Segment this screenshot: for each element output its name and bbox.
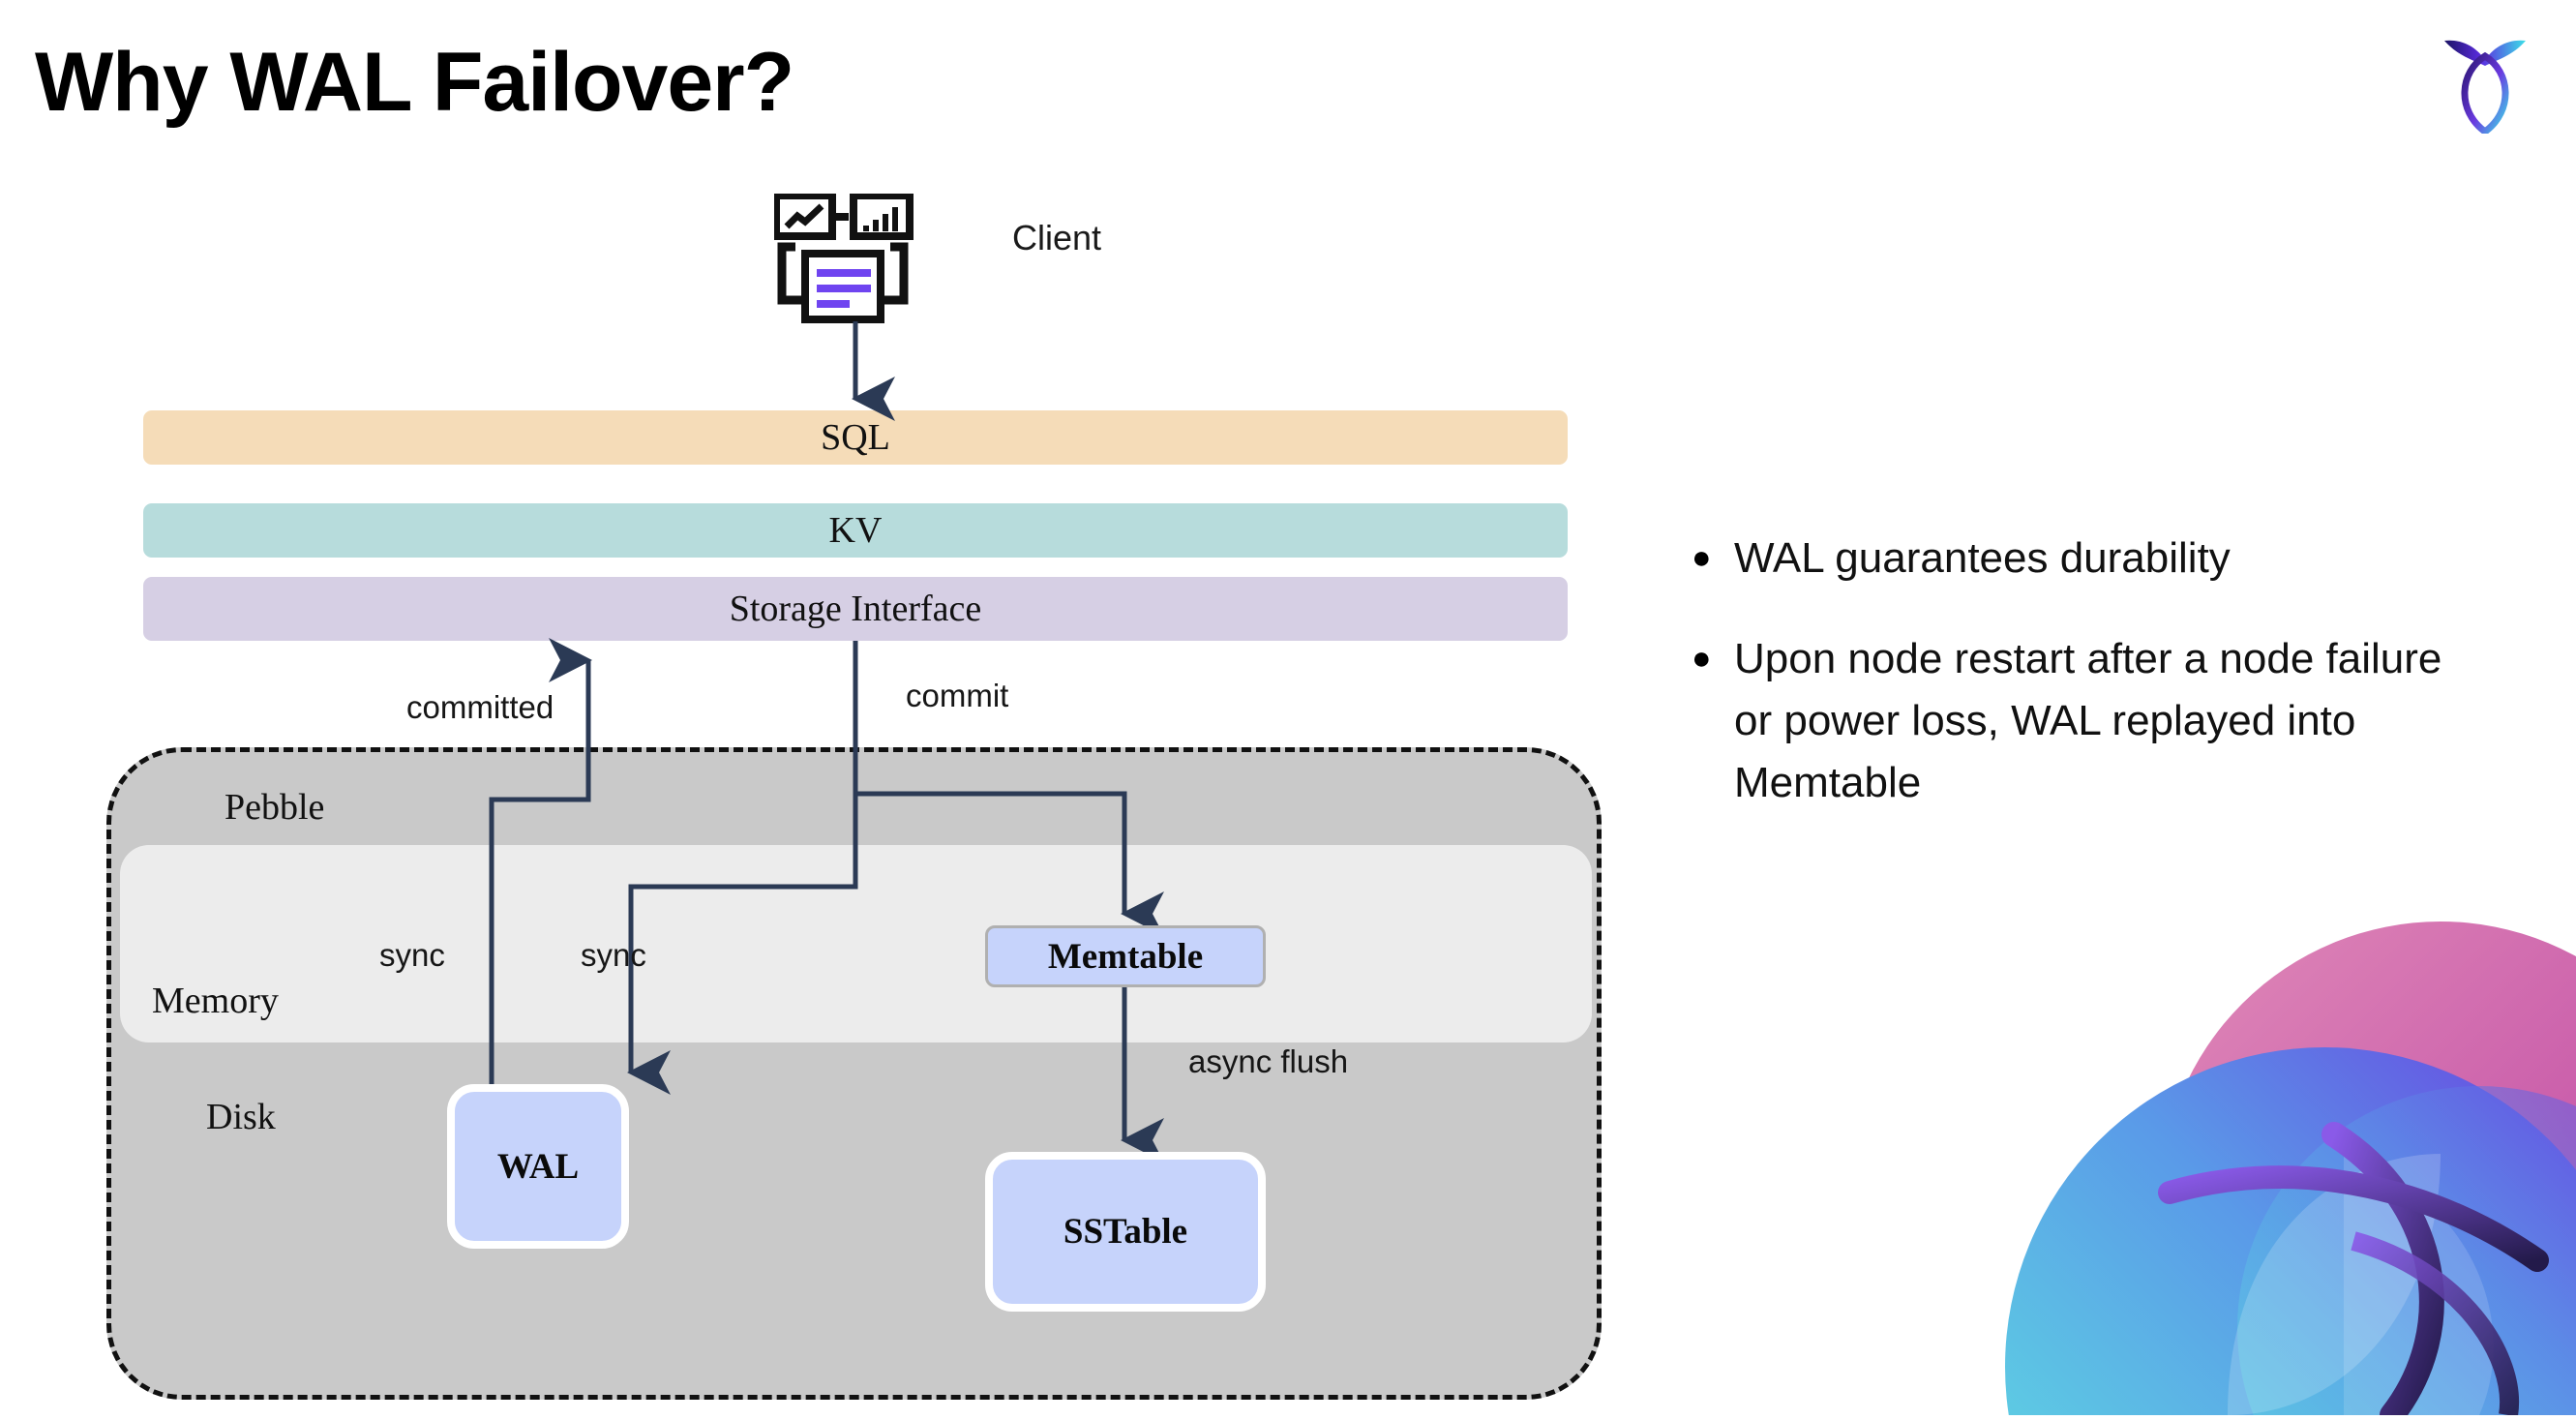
edge-label-commit: commit	[906, 678, 1009, 713]
layer-label-kv: KV	[828, 510, 883, 551]
layer-bar-sql: SQL	[143, 410, 1568, 465]
bullet-dot-icon: ●	[1692, 539, 1712, 576]
node-label-sstable: SSTable	[1063, 1212, 1188, 1252]
edge-label-async-flush: async flush	[1188, 1043, 1349, 1079]
layer-bar-kv: KV	[143, 503, 1568, 558]
layer-label-sql: SQL	[821, 417, 890, 458]
bullet-text: Upon node restart after a node failure o…	[1734, 635, 2442, 806]
list-item: ● WAL guarantees durability	[1692, 528, 2485, 589]
gradient-circles-art	[1937, 912, 2576, 1415]
pebble-label: Pebble	[225, 787, 325, 828]
edge-label-committed: committed	[406, 689, 554, 725]
bullet-dot-icon: ●	[1692, 640, 1712, 677]
memory-label: Memory	[152, 981, 279, 1021]
node-memtable: Memtable	[985, 925, 1266, 987]
layer-label-storage-interface: Storage Interface	[729, 589, 982, 629]
node-wal: WAL	[447, 1084, 629, 1249]
node-label-memtable: Memtable	[1047, 936, 1204, 977]
edge-label-sync-1: sync	[379, 937, 445, 973]
node-sstable: SSTable	[985, 1152, 1266, 1312]
disk-label: Disk	[206, 1097, 276, 1137]
memory-region	[120, 845, 1592, 1042]
architecture-diagram: Client SQL KV Storage Interface Pebble M…	[106, 192, 1602, 1400]
cockroach-logo-icon	[2435, 27, 2535, 136]
client-label: Client	[1012, 218, 1102, 257]
list-item: ● Upon node restart after a node failure…	[1692, 628, 2485, 814]
node-label-wal: WAL	[496, 1146, 580, 1187]
client-monitor-icon	[772, 192, 931, 331]
bullet-list: ● WAL guarantees durability ● Upon node …	[1692, 528, 2485, 853]
page-title: Why WAL Failover?	[35, 36, 794, 129]
layer-bar-storage-interface: Storage Interface	[143, 577, 1568, 641]
edge-label-sync-2: sync	[581, 937, 646, 973]
bullet-text: WAL guarantees durability	[1734, 534, 2231, 582]
